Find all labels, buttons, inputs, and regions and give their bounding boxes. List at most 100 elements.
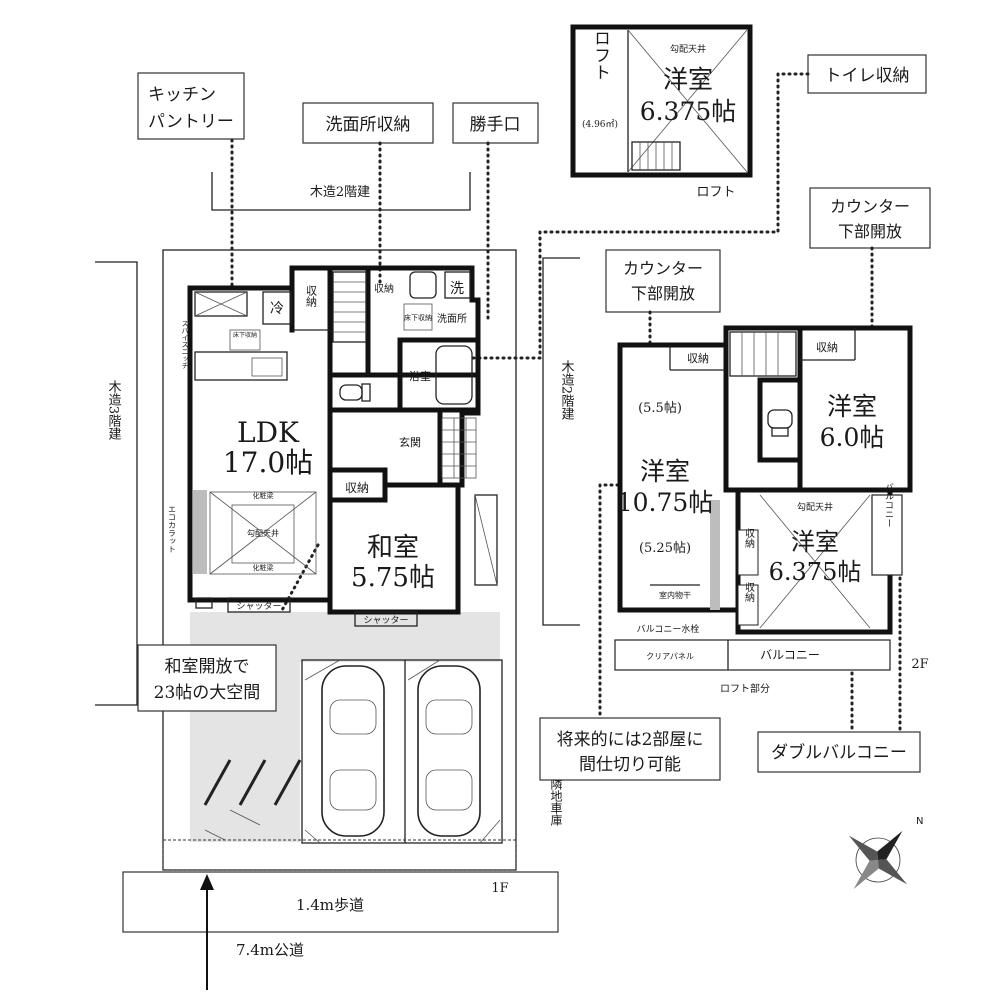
room-right: 洋室 6.0帖: [820, 392, 885, 452]
washitsu: 収納 和室 5.75帖 シャッター: [345, 481, 498, 627]
storage-2f-b: 収納: [816, 341, 838, 354]
callout-back-door: 勝手口: [452, 102, 539, 144]
first-floor-exterior-wall: [187, 265, 481, 615]
parking: [203, 659, 503, 844]
callout-leaders: [230, 72, 902, 737]
washroom-label: 洗面所: [437, 313, 467, 325]
washitsu-storage-label: 収納: [345, 481, 369, 495]
ldk: LDK 17.0帖 化粧梁 勾配天井 化粧梁 エコカラット シャッター: [168, 416, 317, 613]
ldk-ceiling-area: [209, 491, 317, 575]
svg-text:キッチン: キッチン: [148, 85, 216, 105]
neighbor-left-label: 木造3階建: [106, 380, 122, 442]
spice-niche-label: スパイスニッチ: [181, 320, 189, 369]
svg-text:洗面所収納: 洗面所収納: [326, 115, 411, 135]
kitchen-pantry: [194, 291, 248, 317]
indoor-dry-label: 室内物干: [659, 590, 691, 600]
refrigerator: [262, 291, 292, 325]
room-right-size: 6.0帖: [820, 423, 885, 452]
kitchen-counter: [194, 351, 288, 381]
kitchen: 冷 床下収納 スパイスニッチ: [181, 291, 292, 381]
svg-text:下部開放: 下部開放: [838, 222, 902, 241]
second-floor-balcony: バルコニー水栓 クリアパネル バルコニー ロフト部分 2F: [614, 623, 929, 695]
room-big-name: 洋室: [640, 457, 690, 486]
underfloor-storage-wash: [403, 303, 433, 331]
entry-arrow-head: [200, 874, 214, 890]
washitsu-name: 和室: [367, 533, 419, 563]
neighbor-left-bracket: [95, 261, 138, 706]
underfloor-storage-kitchen: [229, 329, 261, 351]
neighbor-top-bracket: [211, 172, 471, 211]
svg-text:化粧梁: 化粧梁: [253, 491, 274, 500]
svg-text:和室開放で: 和室開放で: [165, 657, 250, 677]
sidewalk-label: 1.4m歩道: [296, 896, 364, 914]
bathtub: [435, 345, 473, 405]
svg-text:勝手口: 勝手口: [470, 115, 521, 135]
callout-toilet-storage: トイレ収納: [807, 54, 927, 94]
callout-washroom-storage: 洗面所収納: [302, 102, 434, 144]
second-floor-label: 2F: [911, 657, 928, 672]
neighbor-garage-label: 隣地車庫: [549, 777, 563, 827]
loft-floor-label: ロフト: [696, 185, 735, 200]
svg-text:シャッター: シャッター: [363, 615, 408, 626]
room-big: (5.5帖) 洋室 10.75帖 (5.25帖) 室内物干: [617, 401, 714, 600]
svg-text:トイレ収納: トイレ収納: [825, 66, 910, 86]
room-right-name: 洋室: [827, 392, 877, 421]
svg-text:カウンター: カウンター: [830, 197, 910, 216]
loft-ceiling-label: 勾配天井: [670, 43, 706, 55]
loft-label: ロフト: [590, 30, 610, 81]
svg-text:シャッター: シャッター: [236, 601, 281, 612]
balcony-label: バルコニー: [760, 648, 820, 662]
loft-plan: ロフト (4.96㎡) 勾配天井 洋室 6.375帖 ロフト: [570, 24, 753, 200]
clear-panel-label: クリアパネル: [646, 652, 694, 661]
ldk-size: 17.0帖: [223, 446, 313, 479]
refrigerator-label: 冷: [270, 301, 284, 317]
front-boundary-block: [162, 839, 517, 871]
loft-stair: [631, 141, 681, 171]
callout-kitchen-pantry: キッチン パントリー: [137, 72, 245, 140]
callout-counter-open-right: カウンター 下部開放: [809, 187, 931, 249]
bicycles: [203, 759, 302, 841]
compass-north-label: N: [916, 816, 923, 827]
neighbor-2f-bracket: [542, 257, 580, 626]
storage-top-label: 収納: [305, 285, 318, 308]
car-1: [321, 665, 385, 837]
ldk-name: LDK: [237, 416, 300, 449]
balcony-sill-label: バルコニー水栓: [637, 623, 700, 635]
washroom: 収納 洗 床下収納 洗面所: [374, 271, 471, 331]
svg-text:床下収納: 床下収納: [233, 331, 257, 339]
entrance-label: 玄関: [399, 435, 421, 449]
room-small-size: 6.375帖: [769, 558, 862, 586]
side-unit: [474, 494, 498, 586]
bath-label: 浴室: [409, 369, 431, 383]
room-big-size: 10.75帖: [617, 488, 714, 517]
first-floor-plan: 木造2階建 木造3階建: [95, 172, 563, 990]
eco-carat-wall: [193, 490, 207, 574]
svg-text:ダブルバルコニー: ダブルバルコニー: [771, 742, 907, 763]
second-floor-plan: 木造2階建 収納 収納 収納 収納: [542, 257, 929, 695]
balcony-side-label: バルコニー: [883, 482, 894, 527]
room-big-sub-2: (5.25帖): [639, 541, 691, 556]
room-small: 勾配天井 洋室 6.375帖 バルコニー: [759, 482, 903, 629]
sidewalk: [122, 871, 559, 933]
loft-outline: [570, 24, 753, 178]
compass-icon: N: [848, 816, 923, 890]
entrance: 玄関: [399, 417, 477, 479]
eco-carat-label: エコカラット: [168, 505, 177, 553]
laundry-label: 洗: [450, 281, 464, 297]
second-floor-toilet: [767, 409, 793, 437]
room-big-sub-1: (5.5帖): [638, 401, 682, 416]
ldk-ceiling-label: 勾配天井: [247, 528, 279, 538]
shutter-washitsu: [354, 611, 418, 627]
storage-2f-c: 収納: [743, 528, 755, 549]
first-floor-stairs: [332, 271, 367, 343]
callout-counter-open-left: カウンター 下部開放: [605, 249, 721, 313]
neighbor-top-label: 木造2階建: [310, 185, 370, 200]
storage-2f-a: 収納: [687, 352, 709, 365]
room-small-ceiling: 勾配天井: [797, 501, 833, 513]
loft-area: (4.96㎡): [582, 119, 618, 130]
room-small-name: 洋室: [791, 528, 839, 556]
svg-text:化粧梁: 化粧梁: [253, 563, 274, 572]
car-2: [417, 665, 481, 837]
svg-text:23帖の大空間: 23帖の大空間: [154, 683, 261, 703]
